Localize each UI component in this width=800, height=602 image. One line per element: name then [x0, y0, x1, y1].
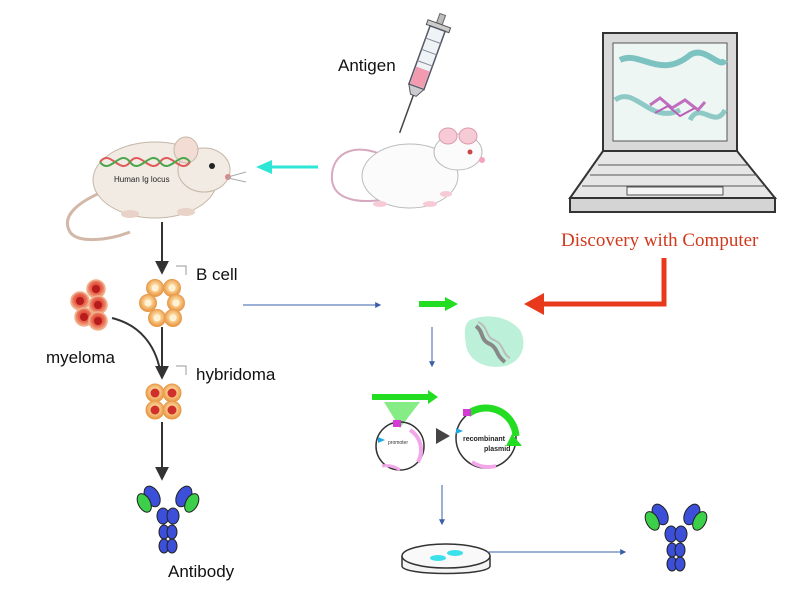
antibody-icon [136, 485, 200, 554]
b-cell-cluster [139, 279, 185, 327]
b-cell-label: B cell [196, 265, 238, 284]
plasmid-icon: recombinant plasmid [455, 404, 522, 469]
promoter-label: promoter [388, 440, 408, 446]
laptop-icon [568, 32, 778, 213]
antibody-label: Antibody [168, 562, 235, 581]
myeloma-label: myeloma [46, 348, 116, 367]
recombinant-label: recombinant [463, 436, 506, 443]
myeloma-cluster [70, 279, 108, 331]
hybridoma-label: hybridoma [196, 365, 276, 384]
antigen-label: Antigen [338, 56, 396, 75]
plasmid-icon: promoter [372, 390, 438, 472]
dna-icon [99, 156, 191, 168]
dna-icon [464, 316, 524, 367]
human-ig-locus-label: Human Ig locus [114, 175, 170, 184]
gene-arrow [419, 297, 458, 311]
plasmid-label: plasmid [484, 446, 510, 453]
hybridoma-cluster [145, 383, 182, 420]
arrowhead-plasmid [436, 428, 450, 444]
b-cell-bracket [176, 265, 187, 275]
cyan-arrow [256, 160, 318, 174]
red-arrow [524, 258, 667, 315]
mouse-icon [66, 136, 247, 242]
discovery-label: Discovery with Computer [561, 230, 759, 251]
syringe-icon [398, 12, 452, 134]
petri-dish-icon [401, 543, 491, 575]
fusion-curve [111, 317, 161, 371]
mouse-icon [330, 127, 485, 209]
antibody-icon [644, 503, 708, 572]
hybridoma-bracket [176, 365, 187, 375]
